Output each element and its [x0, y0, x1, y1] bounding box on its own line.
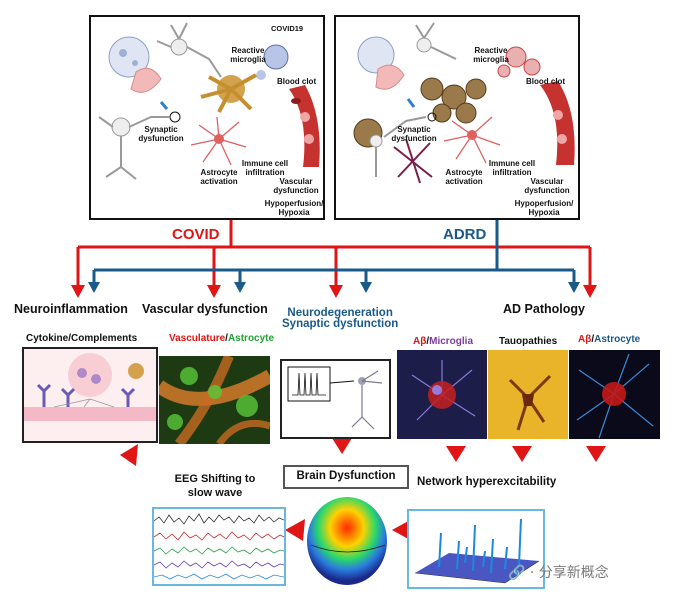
astrocyte-activation-label: Astrocyte activation	[200, 168, 238, 186]
synaptic-dysfunction-line: Synaptic dysfunction	[282, 318, 399, 330]
astrocyte-text-2: Astrocyte	[594, 334, 641, 345]
eeg-traces-panel	[152, 507, 286, 586]
ab-astrocyte-micrograph	[576, 353, 654, 439]
vasculature-tile	[159, 356, 270, 444]
reactive-microglia-label: Reactive microglia	[230, 46, 266, 64]
adrd-pathology-illustration	[353, 22, 575, 184]
ab-text-2: Aβ	[578, 334, 592, 345]
adrd-panel: Reactive microglia Blood clot Synaptic d…	[334, 15, 580, 220]
neurodegeneration-line: Neurodegeneration	[287, 307, 393, 319]
adrd-vascular-dysfunction-label: Vascular dysfunction	[524, 177, 570, 195]
neuroinflammation-label: Neuroinflammation	[14, 302, 128, 316]
neuron-recording-illustration	[287, 366, 383, 430]
brain-dysfunction-label: Brain Dysfunction	[296, 470, 396, 482]
vascular-dysfunction-label: Vascular dysfunction	[273, 177, 319, 195]
covid-pathology-illustration	[98, 22, 320, 180]
network-hyperexcitability-label: Network hyperexcitability	[417, 476, 557, 488]
vasculature-astrocyte-label: Vasculature/Astrocyte	[169, 333, 274, 344]
brain-heatmap	[307, 497, 387, 585]
ab2-separator: /	[591, 334, 595, 345]
ab1-separator: /	[426, 336, 430, 347]
cytokine-label: Cytokine/Complements	[26, 333, 138, 344]
blood-clot-label: Blood clot	[277, 77, 317, 86]
ab-microglia-tile	[397, 350, 487, 439]
vasc-separator: /	[225, 333, 228, 344]
adrd-astrocyte-activation-label: Astrocyte activation	[445, 168, 483, 186]
tauopathies-tile	[488, 350, 568, 439]
hypoperfusion-label: Hypoperfusion/ Hypoxia	[264, 199, 324, 217]
vasculature-micrograph	[159, 356, 270, 444]
ab-microglia-micrograph	[411, 360, 476, 421]
covid19-label: COVID19	[271, 24, 304, 33]
eeg-traces	[154, 513, 284, 580]
vasculature-text: Vasculature	[169, 333, 226, 344]
cytokine-tile	[22, 347, 158, 443]
watermark-text: 🔗 · 分享新概念	[508, 565, 609, 581]
brain-dysfunction-box: Brain Dysfunction	[283, 465, 409, 489]
adrd-branch-text: ADRD	[443, 226, 487, 243]
ab-astrocyte-label: Aβ/Astrocyte	[578, 334, 640, 345]
covid-branch-text: COVID	[172, 226, 220, 243]
eeg-shift-label: EEG Shifting to slow wave	[174, 473, 256, 499]
neurodegeneration-label: Neurodegeneration Synaptic dysfunction	[282, 307, 398, 330]
ab-astrocyte-tile	[569, 350, 660, 439]
brain-topography-map	[305, 495, 390, 587]
network-surface-panel	[407, 509, 545, 589]
surface-plot	[414, 518, 540, 584]
tauopathies-label: Tauopathies	[499, 336, 558, 347]
cytokine-illustration	[24, 353, 156, 421]
microglia-text: Microglia	[429, 336, 474, 347]
vascular-dysfunction-category: Vascular dysfunction	[142, 302, 268, 316]
covid-panel: COVID19 Reactive microglia Blood clot Sy…	[89, 15, 325, 220]
adrd-immune-infiltration-label: Immune cell infiltration	[488, 159, 536, 177]
ab-microglia-label: Aβ/Microglia	[413, 336, 473, 347]
covid-branch-label: COVID	[172, 226, 220, 243]
astrocyte-text: Astrocyte	[227, 333, 275, 344]
tauopathies-micrograph	[508, 374, 552, 431]
neuron-trace-tile	[280, 359, 391, 439]
synaptic-dysfunction-label: Synaptic dysfunction	[138, 125, 184, 143]
adrd-synaptic-dysfunction-label: Synaptic dysfunction	[391, 125, 437, 143]
immune-infiltration-label: Immune cell infiltration	[241, 159, 289, 177]
adrd-reactive-microglia-label: Reactive microglia	[473, 46, 509, 64]
adrd-hypoperfusion-label: Hypoperfusion/ Hypoxia	[514, 199, 574, 217]
adrd-branch-label: ADRD	[443, 226, 486, 243]
adrd-blood-clot-label: Blood clot	[526, 77, 566, 86]
ad-pathology-label: AD Pathology	[503, 302, 585, 316]
ab-text-1: Aβ	[413, 336, 427, 347]
